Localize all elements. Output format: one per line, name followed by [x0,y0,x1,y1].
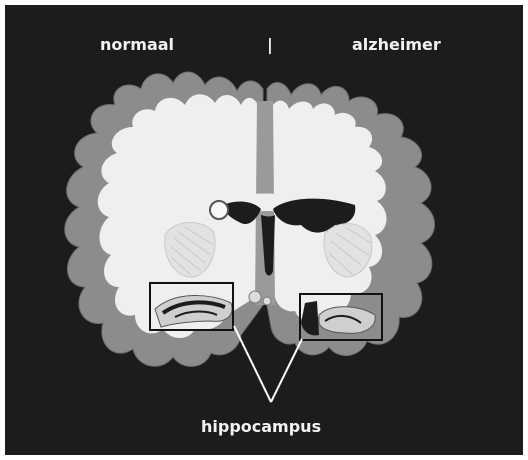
fornix-node [210,201,228,219]
brain-diagram: normaal | alzheimer [5,5,523,455]
label-divider: | [267,35,273,55]
midline-node-2 [263,297,271,305]
label-alzheimer: alzheimer [352,35,441,54]
label-normal: normaal [100,35,174,54]
brain-figure: normaal | alzheimer [5,5,523,455]
midline-node-1 [249,291,261,303]
label-hippocampus: hippocampus [201,417,321,436]
